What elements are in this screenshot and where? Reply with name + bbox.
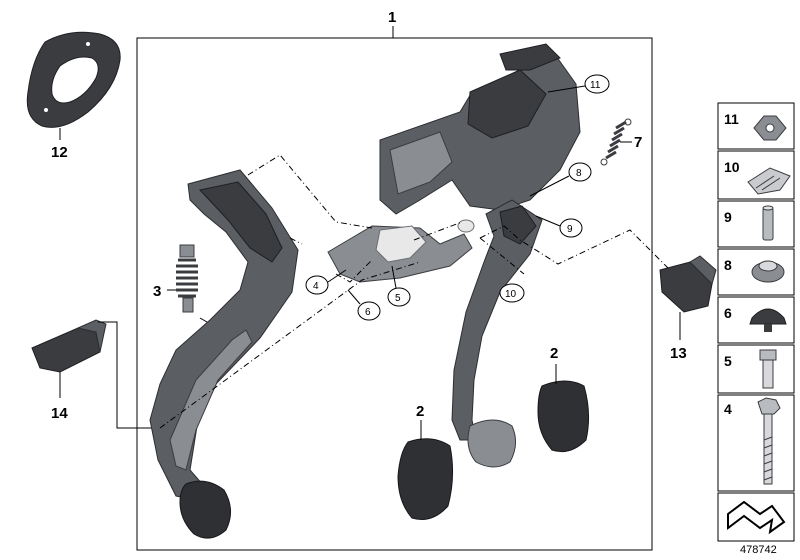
side-item-8[interactable]: 8 [717,248,795,296]
side-item-10[interactable]: 10 [717,150,795,200]
callout-5[interactable]: 5 [387,287,411,307]
label-14[interactable]: 14 [51,405,68,422]
side-item-11[interactable]: 11 [717,102,795,150]
svg-text:10: 10 [724,159,740,175]
side-item-5[interactable]: 5 [717,344,795,394]
label-12[interactable]: 12 [51,144,68,161]
callout-9[interactable]: 9 [559,218,583,238]
svg-text:4: 4 [313,281,319,292]
label-2-right[interactable]: 2 [550,345,558,362]
pedal-housing-part[interactable] [379,43,581,215]
svg-text:10: 10 [505,289,517,300]
clutch-pedal-pad[interactable] [179,480,231,539]
svg-text:9: 9 [724,209,732,225]
side-item-direction [717,492,795,542]
pedal-pad-left[interactable] [397,438,454,520]
label-1[interactable]: 1 [388,9,396,26]
document-code: 478742 [740,544,777,556]
direction-arrow-icon [727,500,786,535]
pedal-switch-part[interactable] [659,255,717,313]
callout-11[interactable]: 11 [584,74,610,94]
side-item-6[interactable]: 6 [717,296,795,344]
label-7[interactable]: 7 [634,134,642,151]
svg-text:11: 11 [724,111,739,127]
svg-text:4: 4 [724,401,732,417]
label-13[interactable]: 13 [670,345,687,362]
clip-icon [747,167,791,195]
pedal-pad-right[interactable] [537,380,590,453]
small-spring-part[interactable] [600,118,632,166]
svg-text:8: 8 [724,257,732,273]
callout-8[interactable]: 8 [568,162,592,182]
sensor-part[interactable] [31,319,107,373]
brake-pedal-pad[interactable] [467,419,516,468]
label-3[interactable]: 3 [153,283,161,300]
svg-text:5: 5 [724,353,732,369]
callout-4[interactable]: 4 [305,275,329,295]
hex-screw-icon [757,397,781,485]
assembly-frame [136,37,653,551]
label-2-left[interactable]: 2 [416,403,424,420]
gasket-ring-part[interactable] [26,31,121,128]
flange-nut-icon [753,115,787,141]
svg-text:6: 6 [724,305,732,321]
svg-text:9: 9 [567,224,573,235]
pin-icon [762,205,774,241]
master-cylinder-part[interactable] [327,219,475,283]
svg-text:11: 11 [590,80,601,91]
return-spring-part[interactable] [176,244,215,327]
side-item-4[interactable]: 4 [717,394,795,492]
bushing-icon [751,260,785,283]
side-item-9[interactable]: 9 [717,200,795,248]
rubber-buffer-icon [749,308,787,332]
svg-text:6: 6 [365,307,371,318]
callout-6[interactable]: 6 [357,301,381,321]
callout-10[interactable]: 10 [499,283,525,303]
bolt-pin-icon [759,349,777,389]
svg-text:8: 8 [576,168,582,179]
svg-text:5: 5 [395,293,401,304]
clutch-pedal-part[interactable] [149,169,299,501]
side-parts-panel: 11 10 9 8 [717,102,795,542]
